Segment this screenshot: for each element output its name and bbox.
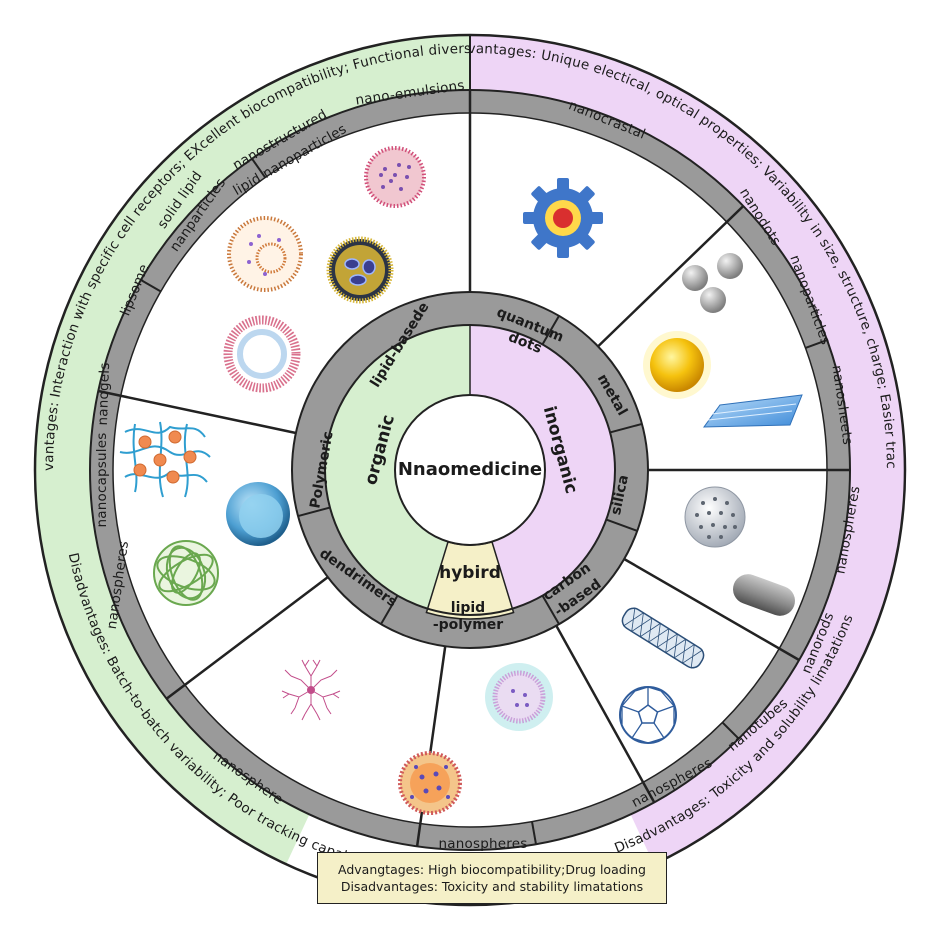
hybrid-nanoparticle-icon [398, 751, 462, 815]
nanoemulsion-icon [364, 146, 426, 208]
polymer-nanosphere-icon [153, 540, 219, 606]
subclass-divider [541, 595, 560, 625]
subclass-divider [297, 506, 331, 518]
sector-divider [597, 205, 745, 348]
sector-divider [555, 625, 656, 803]
ring-divider [251, 158, 267, 179]
sector-divider [623, 557, 800, 662]
silica-nanosphere-icon [684, 486, 746, 548]
nanocrystal-icon [523, 178, 603, 258]
ring-nanocapsules: nanocapsules [94, 433, 110, 528]
nanogel-icon [119, 421, 211, 498]
fullerene-icon [619, 686, 677, 744]
solid-lipid-nanoparticle-icon [227, 216, 303, 292]
hybrid-disadvantages: Disadvantages: Toxicity and stability li… [340, 879, 644, 894]
nanoparticle-icon [643, 331, 711, 399]
center-circle [394, 394, 546, 546]
inorganic-inner [470, 325, 615, 609]
subclass-lipid-polymer-1: lipid [451, 600, 485, 616]
icons-layer [119, 146, 803, 815]
hybrid-notes-box: Advangtages: High biocompatibility;Drug … [317, 852, 667, 904]
nanodots-icon [682, 253, 743, 313]
ring-divider [805, 339, 828, 349]
subclass-divider [609, 422, 643, 434]
sector-divider [165, 576, 329, 700]
ring-nanospheres-hybrid: nanospheres [439, 836, 528, 852]
hybrid-core-shell-icon [485, 663, 553, 731]
subclass-divider [605, 518, 638, 532]
sector-divider [98, 389, 297, 435]
liposome-icon [223, 315, 301, 393]
sector-divider [415, 646, 447, 847]
middle-ring-inner-edge [324, 324, 616, 616]
nanotube-icon [621, 607, 705, 669]
nanocapsule-icon [226, 482, 290, 546]
subclass-divider [541, 315, 560, 345]
hybrid-advantages: Advangtages: High biocompatibility;Drug … [338, 862, 646, 877]
ring-divider [531, 821, 537, 845]
ring-divider [721, 721, 740, 740]
dendrimer-icon [281, 659, 341, 721]
ring-nanogels: nanogels [95, 362, 113, 425]
middle-gray-ring [292, 292, 648, 648]
middle-ring-edge [291, 291, 649, 649]
hybrid-label: hybird [439, 563, 501, 583]
subclass-divider [380, 595, 399, 625]
nanorod-icon [733, 574, 795, 616]
nlc-icon [326, 236, 394, 304]
organic-inner [325, 325, 470, 609]
center-title: Nnaomedicine [398, 459, 542, 480]
ring-divider [140, 279, 162, 293]
nanosheet-icon [703, 394, 803, 428]
subclass-lipid-polymer-2: -polymer [433, 617, 503, 633]
